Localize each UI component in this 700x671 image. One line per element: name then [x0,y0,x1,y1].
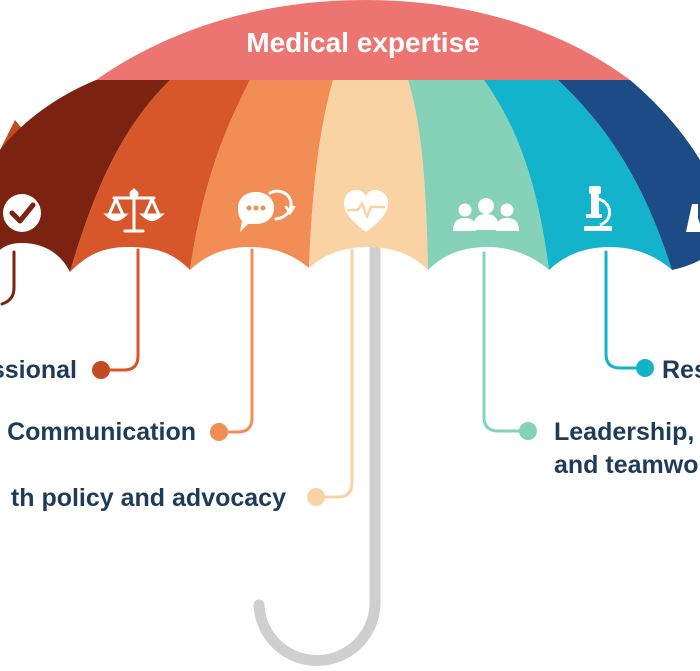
panel-communication [70,80,250,272]
canopy-top-band [96,0,630,80]
scales-icon [103,188,165,233]
dot-professional [92,361,110,379]
connector-health-communication [217,248,254,434]
flask-icon [686,204,700,232]
label-professional: ssional [0,356,77,384]
connector-communication [99,248,140,372]
panel-professional [0,80,170,272]
connector-leadership [482,251,530,433]
panel-health-policy [190,80,333,270]
heart-pulse-icon [344,190,388,232]
diagram-title: Medical expertise [246,27,479,58]
connector-lines [0,248,647,499]
label-leadership-line2: and teamwo [554,451,698,479]
panel-scholar [558,80,700,270]
connector-professional [0,250,16,306]
team-icon [453,198,519,231]
dot-leadership [519,422,537,440]
label-research: Res [662,356,700,384]
check-icon [3,194,41,232]
connector-health-policy [314,248,354,499]
umbrella-handle [253,244,381,667]
label-leadership-line1: Leadership, [554,418,694,446]
dot-research [636,359,654,377]
panel-medical [309,80,428,270]
label-communication: Communication [7,418,196,446]
panel-research [484,80,672,270]
canopy-panels [0,80,700,272]
microscope-icon [584,186,612,231]
dot-health-policy [307,488,325,506]
dot-communication [210,423,228,441]
chat-bubbles-icon [238,189,296,232]
connector-research [604,250,647,370]
label-health-policy: th policy and advocacy [11,484,286,512]
